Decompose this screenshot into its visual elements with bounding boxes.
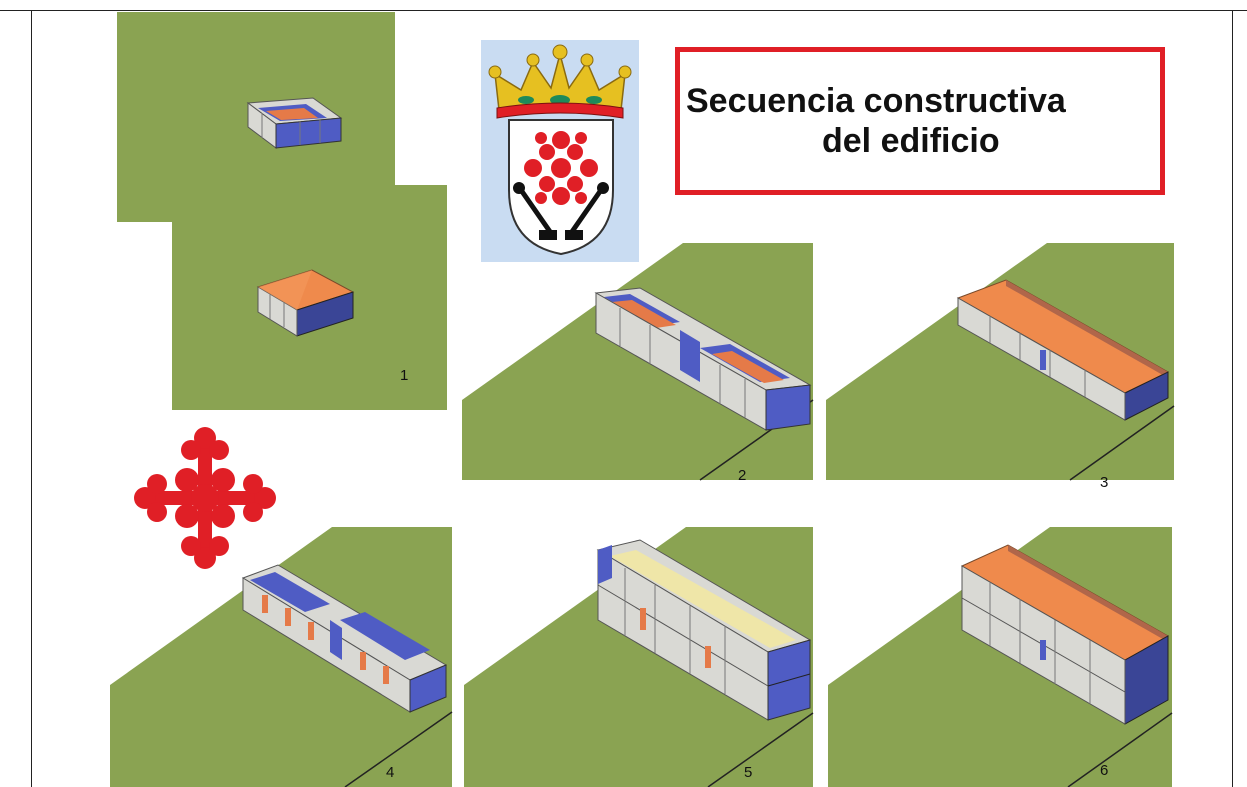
title-line-1: Secuencia constructiva xyxy=(686,82,1066,120)
ground-plane xyxy=(117,12,447,410)
arcaded-walls-model xyxy=(241,564,448,713)
coat-of-arms-icon xyxy=(481,40,639,262)
step-number: 2 xyxy=(738,467,747,484)
frame-left-line xyxy=(31,10,32,787)
panel-step-1 xyxy=(117,12,447,410)
step-number: 3 xyxy=(1100,474,1109,491)
frame-top-line xyxy=(0,10,1247,11)
panel-step-5 xyxy=(464,527,814,787)
frame-right-line xyxy=(1232,10,1233,787)
step-number: 4 xyxy=(386,764,395,781)
step-number: 1 xyxy=(400,367,409,384)
ground-plane xyxy=(826,243,1174,480)
panel-step-4 xyxy=(110,527,453,787)
title-line-2: del edificio xyxy=(822,122,1000,160)
roofed-model xyxy=(256,269,355,337)
title-box: Secuencia constructiva del edificio xyxy=(675,47,1165,195)
panel-step-6 xyxy=(828,527,1173,787)
crown-icon xyxy=(488,44,632,119)
ground-plane xyxy=(462,243,813,480)
ground-plane xyxy=(110,527,452,787)
walls-only-model xyxy=(246,97,343,149)
two-storey-roofed-model xyxy=(960,544,1170,725)
panel-step-2 xyxy=(462,243,814,481)
second-storey-walls-model xyxy=(596,539,812,721)
cross-of-calatrava-icon xyxy=(134,427,276,569)
panel-step-3 xyxy=(826,243,1175,481)
step-number: 6 xyxy=(1100,762,1109,779)
step-number: 5 xyxy=(744,764,753,781)
shield-icon xyxy=(508,119,614,256)
extended-walls-model xyxy=(594,287,812,431)
extended-roofed-model xyxy=(956,279,1170,421)
